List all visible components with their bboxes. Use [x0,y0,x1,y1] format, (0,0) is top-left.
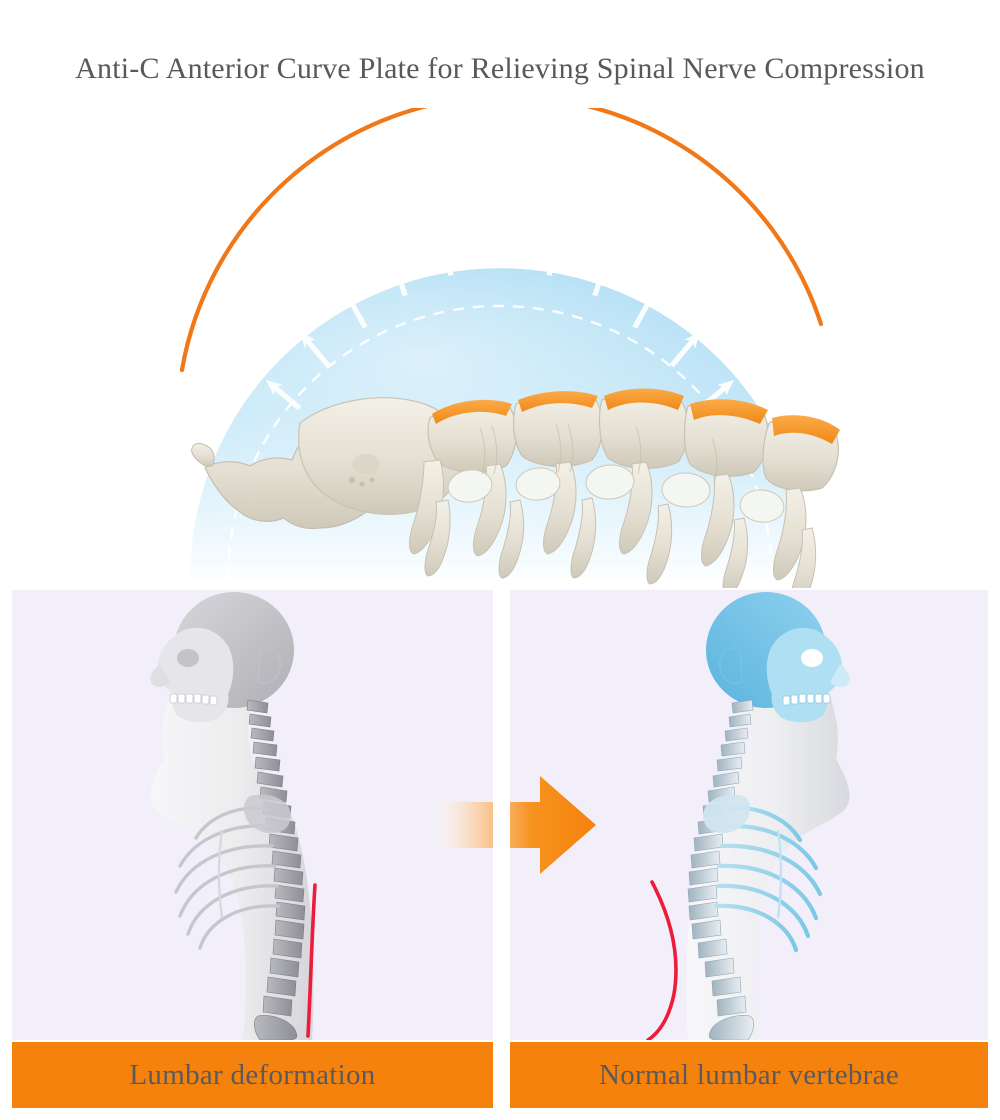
guide-line [646,880,678,1040]
skull [706,592,850,723]
panel-lumbar-deformation [12,590,493,1040]
caption-text: Normal lumbar vertebrae [599,1058,899,1091]
panel-gap [493,590,510,1120]
spine-column [687,699,754,1040]
page-title: Anti-C Anterior Curve Plate for Relievin… [75,52,925,85]
figure-normal-posture [510,590,988,1040]
caption-lumbar-deformation: Lumbar deformation [12,1042,493,1108]
disc-5 [772,415,840,444]
caption-normal-lumbar: Normal lumbar vertebrae [510,1042,988,1108]
figure-deformed-posture [12,590,493,1040]
caption-text: Lumbar deformation [129,1058,376,1091]
orange-outer-arc [179,108,824,373]
panel-normal-lumbar [510,590,988,1040]
disc-4 [690,399,768,424]
disc-3 [604,388,684,410]
guide-line [306,883,317,1038]
disc-1 [432,399,512,424]
hero-illustration [0,108,1000,588]
skull [150,592,294,723]
disc-2 [518,391,598,412]
lumbar-spine-model [191,388,840,588]
radiating-arrows [266,224,734,411]
